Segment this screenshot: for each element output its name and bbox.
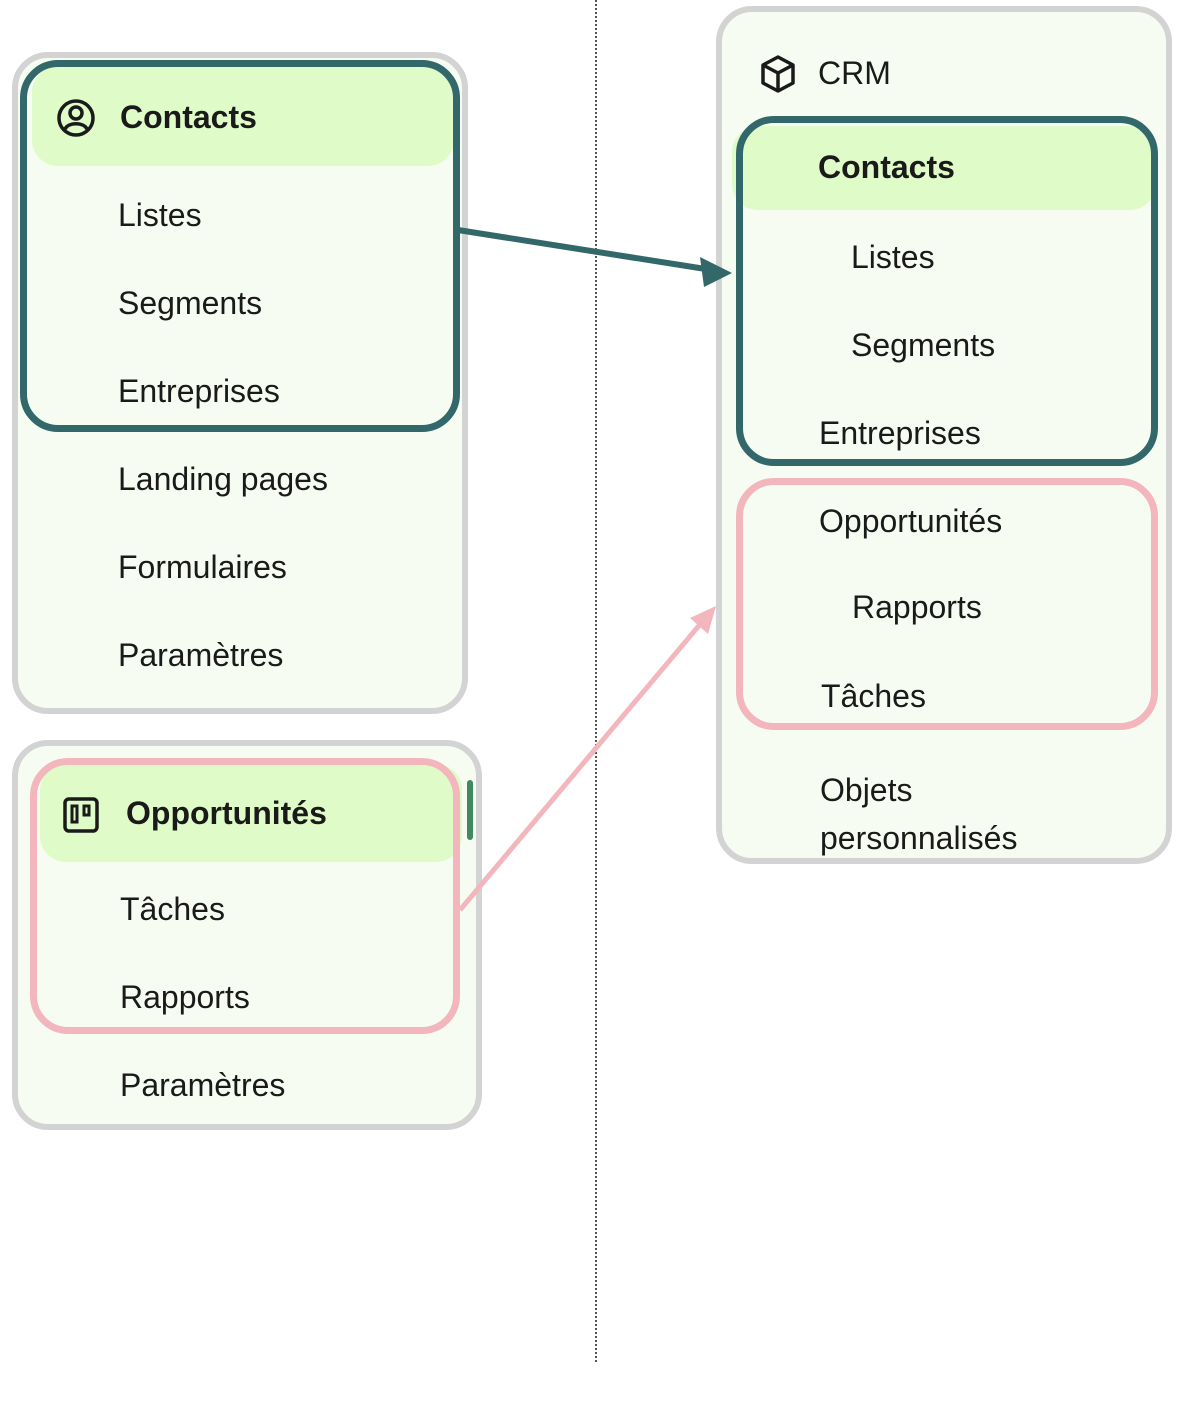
menu-item-formulaires[interactable]: Formulaires [118, 549, 287, 585]
opportunities-menu-panel: Opportunités Tâches Rapports Paramètres [12, 740, 482, 1130]
crm-contacts-title: Contacts [818, 149, 955, 185]
user-circle-icon [56, 98, 96, 143]
menu-item-entreprises[interactable]: Entreprises [118, 373, 280, 409]
menu-item-listes[interactable]: Listes [118, 197, 202, 233]
menu-item-parametres[interactable]: Paramètres [120, 1067, 286, 1103]
kanban-board-icon [62, 796, 100, 839]
contacts-menu-title: Contacts [120, 99, 257, 135]
crm-contacts-header[interactable]: Contacts [732, 126, 1156, 210]
cube-icon [758, 54, 798, 99]
crm-menu-panel: CRM Contacts Listes Segments Entreprises… [716, 6, 1172, 864]
menu-item-landing-pages[interactable]: Landing pages [118, 461, 328, 497]
contacts-menu-panel: Contacts Listes Segments Entreprises Lan… [12, 52, 468, 714]
crm-title[interactable]: CRM [818, 55, 891, 91]
menu-item-rapports[interactable]: Rapports [120, 979, 250, 1015]
contacts-menu-header[interactable]: Contacts [32, 66, 454, 166]
menu-item-taches[interactable]: Tâches [120, 891, 225, 927]
scroll-indicator [467, 780, 473, 840]
menu-item-segments[interactable]: Segments [118, 285, 263, 321]
menu-item-parametres[interactable]: Paramètres [118, 637, 284, 673]
crm-item-objets-personnalises[interactable]: Objets personnalisés [820, 772, 1018, 856]
crm-opportunities-header[interactable]: Opportunités [819, 503, 1003, 539]
opportunities-arrow [458, 606, 716, 912]
section-divider [595, 0, 597, 1362]
opportunities-menu-header[interactable]: Opportunités [40, 764, 462, 862]
crm-item-segments[interactable]: Segments [851, 327, 996, 363]
crm-item-rapports[interactable]: Rapports [852, 589, 982, 625]
opportunities-menu-title: Opportunités [126, 795, 327, 831]
crm-item-taches[interactable]: Tâches [821, 678, 926, 714]
crm-item-listes[interactable]: Listes [851, 239, 935, 275]
crm-item-entreprises[interactable]: Entreprises [819, 415, 981, 451]
